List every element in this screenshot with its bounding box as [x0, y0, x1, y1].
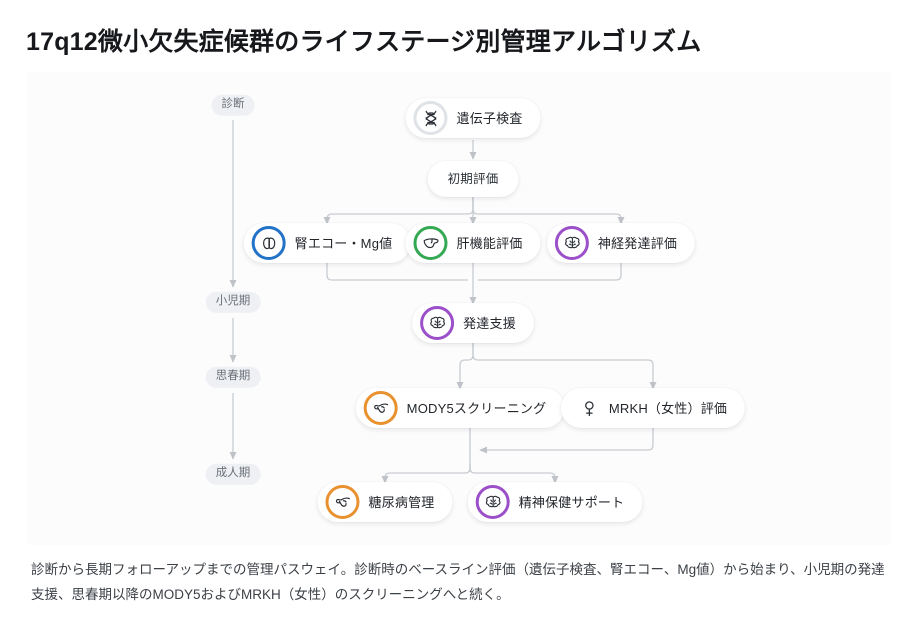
edge-assessments-merge-left	[326, 263, 468, 281]
stage-item-diagnosis[interactable]: 診断	[211, 94, 255, 116]
node-label: 肝機能評価	[456, 235, 523, 251]
node-genetic-test[interactable]: 遺伝子検査	[405, 98, 541, 138]
stage-item-childhood[interactable]: 小児期	[205, 291, 261, 313]
node-label: 精神保健サポート	[518, 494, 625, 510]
dna-icon	[413, 101, 448, 135]
stage-label: 小児期	[215, 294, 251, 307]
node-label: 遺伝子検査	[456, 110, 523, 126]
stage-label: 思春期	[215, 369, 251, 382]
edge-devsupport-to-mody5	[456, 343, 474, 390]
node-label: 発達支援	[463, 315, 516, 331]
brain-icon	[554, 226, 589, 260]
edge-merge-to-mentalhealth	[469, 464, 559, 484]
diagram-canvas: 診断 小児期 思春期 成人期 遺伝子検査 初期評価	[26, 72, 891, 545]
node-label: 糖尿病管理	[368, 494, 435, 510]
node-label: MRKH（女性）評価	[608, 400, 728, 416]
pancreas-icon	[363, 391, 398, 425]
brain-icon	[420, 306, 455, 340]
liver-icon	[413, 226, 448, 260]
node-label: 腎エコー・Mg値	[294, 235, 393, 251]
node-label: 初期評価	[447, 171, 499, 186]
node-diabetes-mgmt[interactable]: 糖尿病管理	[317, 482, 453, 522]
node-initial-eval[interactable]: 初期評価	[427, 161, 519, 197]
edge-initial-to-neurodev	[472, 197, 625, 225]
brain-icon	[475, 485, 510, 519]
node-mody5-screening[interactable]: MODY5スクリーニング	[355, 388, 565, 428]
node-mental-health[interactable]: 精神保健サポート	[467, 482, 643, 522]
node-liver-function[interactable]: 肝機能評価	[405, 223, 541, 263]
stage-item-adolescence[interactable]: 思春期	[205, 366, 261, 388]
edge-mrkh-merge-down	[479, 428, 654, 454]
edge-assessments-merge-right	[478, 263, 622, 281]
page-title: 17q12微小欠失症候群のライフステージ別管理アルゴリズム	[26, 28, 702, 56]
female-icon	[574, 391, 603, 425]
edge-initial-to-renal	[323, 197, 474, 225]
figure-caption: 診断から長期フォローアップまでの管理パスウェイ。診断時のベースライン評価（遺伝子…	[31, 562, 885, 602]
node-mrkh-eval[interactable]: MRKH（女性）評価	[560, 388, 746, 428]
stage-label: 成人期	[215, 466, 251, 479]
node-renal-echo-mg[interactable]: 腎エコー・Mg値	[243, 223, 411, 263]
stage-label: 診断	[221, 97, 245, 110]
node-neurodev-eval[interactable]: 神経発達評価	[546, 223, 696, 263]
kidney-icon	[251, 226, 286, 260]
edge-merge-to-diabetes	[381, 464, 471, 484]
edge-devsupport-to-mrkh	[472, 343, 657, 390]
stage-item-adulthood[interactable]: 成人期	[205, 463, 261, 485]
node-dev-support[interactable]: 発達支援	[412, 303, 534, 343]
node-label: 神経発達評価	[597, 235, 678, 251]
pancreas-icon	[325, 485, 360, 519]
node-label: MODY5スクリーニング	[406, 400, 547, 416]
